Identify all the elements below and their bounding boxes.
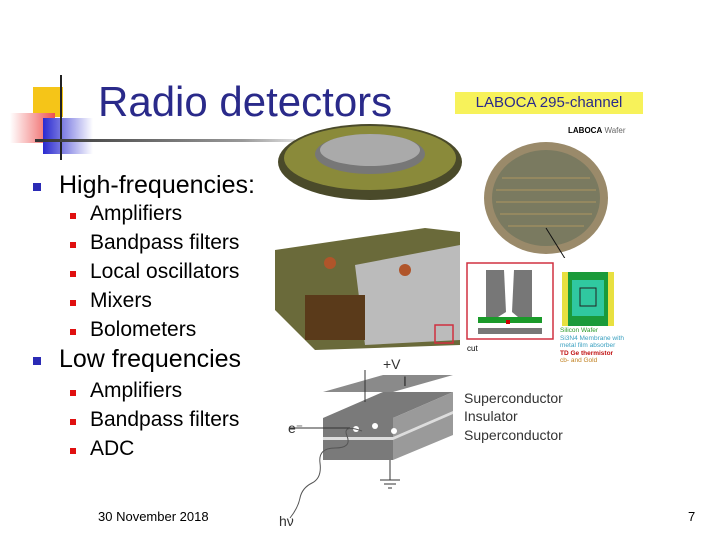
photon-label: hν bbox=[279, 513, 294, 529]
chip-legend-item: TD Ge thermistor bbox=[560, 349, 614, 357]
bullet-marker bbox=[70, 390, 76, 396]
slide-title: Radio detectors bbox=[98, 78, 393, 125]
list-item: Amplifiers bbox=[90, 202, 183, 225]
laboca-wafer-image bbox=[484, 142, 608, 258]
bullet-marker bbox=[70, 271, 76, 277]
voltage-label: +V bbox=[383, 356, 401, 372]
title-underline bbox=[35, 139, 295, 142]
electron-label: e⁻ bbox=[288, 420, 304, 436]
sis-junction-diagram bbox=[289, 370, 453, 519]
bullet-marker bbox=[70, 300, 76, 306]
list-item: Mixers bbox=[90, 289, 152, 312]
bullet-marker bbox=[33, 183, 41, 191]
chip-legend-item: Silicon Wafer bbox=[560, 327, 599, 334]
bullet-marker bbox=[70, 448, 76, 454]
chip-legend: Silicon Wafer Si3N4 Membrane with metal … bbox=[560, 327, 624, 365]
slide-logo bbox=[0, 0, 100, 160]
layer-label: Insulator bbox=[464, 408, 518, 424]
bullet-marker bbox=[70, 213, 76, 219]
layer-label: Superconductor bbox=[464, 390, 563, 406]
list-item: ADC bbox=[90, 437, 135, 460]
bullet-low-frequencies: Low frequencies bbox=[59, 345, 242, 373]
list-item: Local oscillators bbox=[90, 260, 240, 283]
wafer-caption: Wafer bbox=[604, 126, 626, 135]
footer-date: 30 November 2018 bbox=[98, 509, 209, 524]
bullet-marker bbox=[70, 329, 76, 335]
chip-diagram-image bbox=[562, 272, 614, 326]
bullet-marker bbox=[33, 357, 41, 365]
chip-legend-item: Si3N4 Membrane with bbox=[560, 334, 624, 342]
list-item: Bandpass filters bbox=[90, 408, 240, 431]
laboca-banner: LABOCA 295-channel bbox=[455, 92, 643, 114]
layer-label: Superconductor bbox=[464, 427, 563, 443]
cut-detail-image bbox=[466, 262, 554, 340]
bullet-high-frequencies: High-frequencies: bbox=[59, 171, 255, 199]
bullet-marker bbox=[70, 242, 76, 248]
wafer-caption-bold: LABOCA bbox=[568, 126, 603, 135]
page-number: 7 bbox=[688, 509, 696, 524]
list-item: Bandpass filters bbox=[90, 231, 240, 254]
list-item: Bolometers bbox=[90, 318, 197, 341]
list-item: Amplifiers bbox=[90, 379, 183, 402]
current-label: I bbox=[403, 373, 407, 389]
bullet-marker bbox=[70, 419, 76, 425]
cut-label: cut bbox=[467, 344, 478, 353]
chip-legend-item: metal film absorber bbox=[560, 342, 616, 349]
chip-legend-item: cb- and Gold bbox=[560, 357, 598, 364]
detector-array-image bbox=[275, 124, 462, 350]
